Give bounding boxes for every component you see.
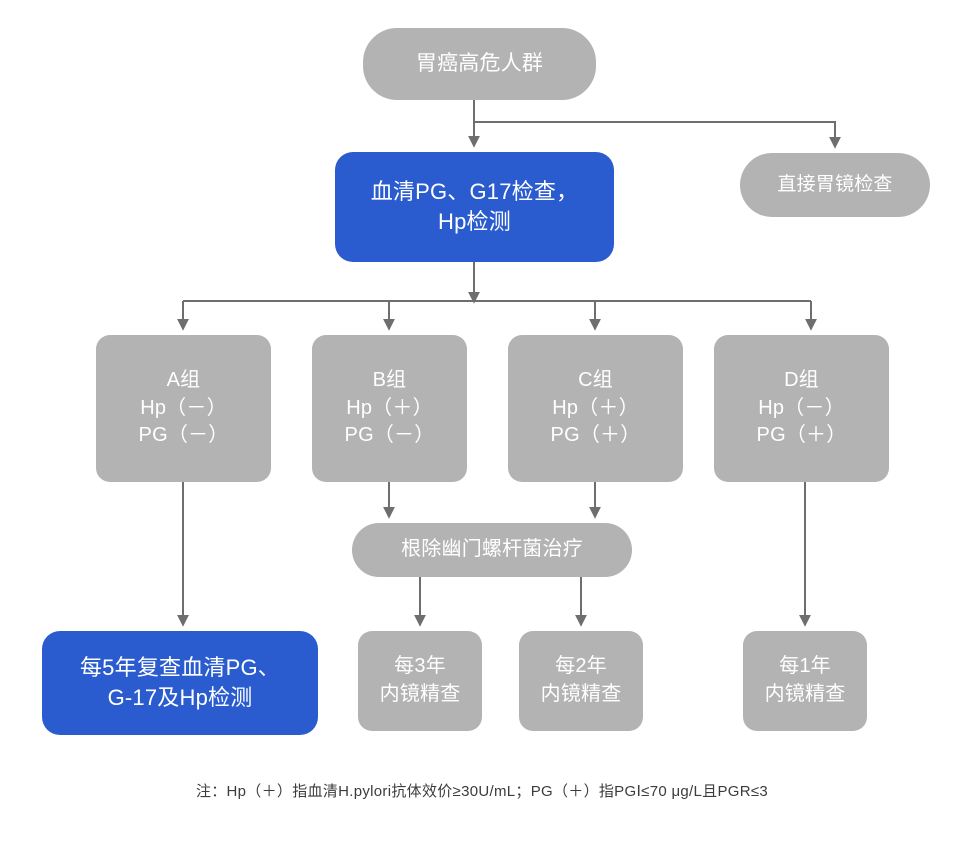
node-followup-1y-line-2: 内镜精查 <box>764 683 846 705</box>
node-group-d-line-3: PG（＋） <box>756 424 847 447</box>
node-group-a-line-2: Hp（－） <box>140 396 227 419</box>
node-followup-5y[interactable]: 每5年复查血清PG、 G-17及Hp检测 <box>42 631 318 735</box>
node-followup-3y[interactable]: 每3年 内镜精查 <box>358 631 482 731</box>
node-followup-5y-line-2: G-17及Hp检测 <box>107 685 253 710</box>
node-group-b-line-1: B组 <box>372 369 407 392</box>
node-group-a[interactable]: A组 Hp（－） PG（－） <box>96 335 271 482</box>
node-followup-3y-line-2: 内镜精查 <box>379 683 461 705</box>
node-serum-test[interactable]: 血清PG、G17检查， Hp检测 <box>335 152 614 262</box>
node-group-b[interactable]: B组 Hp（＋） PG（－） <box>312 335 467 482</box>
node-group-d-line-2: Hp（－） <box>758 396 845 419</box>
node-eradication-therapy[interactable]: 根除幽门螺杆菌治疗 <box>352 523 632 577</box>
node-group-a-line-3: PG（－） <box>138 424 229 447</box>
node-group-d-line-1: D组 <box>784 369 819 392</box>
node-followup-5y-line-1: 每5年复查血清PG、 <box>79 654 281 680</box>
node-group-d[interactable]: D组 Hp（－） PG（＋） <box>714 335 889 482</box>
node-group-b-line-3: PG（－） <box>344 424 435 447</box>
node-group-c-line-1: C组 <box>578 369 613 392</box>
node-followup-2y-line-1: 每2年 <box>555 655 607 678</box>
node-group-c-line-2: Hp（＋） <box>552 396 639 419</box>
node-group-a-line-1: A组 <box>166 369 201 392</box>
node-population-line-1: 胃癌高危人群 <box>415 51 544 75</box>
node-group-c-line-3: PG（＋） <box>550 424 641 447</box>
node-followup-3y-line-1: 每3年 <box>394 655 446 678</box>
node-population[interactable]: 胃癌高危人群 <box>363 28 596 100</box>
node-followup-2y-line-2: 内镜精查 <box>540 683 622 705</box>
node-direct-endoscopy[interactable]: 直接胃镜检查 <box>740 153 930 217</box>
node-serum-test-line-1: 血清PG、G17检查， <box>370 178 579 204</box>
node-group-b-line-2: Hp（＋） <box>346 396 433 419</box>
edge-population-to-direct-endoscopy <box>474 121 841 149</box>
node-eradication-therapy-line-1: 根除幽门螺杆菌治疗 <box>401 538 583 561</box>
node-direct-endoscopy-line-1: 直接胃镜检查 <box>777 173 893 195</box>
node-followup-2y[interactable]: 每2年 内镜精查 <box>519 631 643 731</box>
node-followup-1y[interactable]: 每1年 内镜精查 <box>743 631 867 731</box>
node-serum-test-line-2: Hp检测 <box>438 209 511 234</box>
node-group-c[interactable]: C组 Hp（＋） PG（＋） <box>508 335 683 482</box>
node-followup-1y-line-1: 每1年 <box>779 655 831 678</box>
diagram-footnote: 注：Hp（＋）指血清H.pylori抗体效价≥30U/mL；PG（＋）指PGⅠ≤… <box>195 783 769 800</box>
